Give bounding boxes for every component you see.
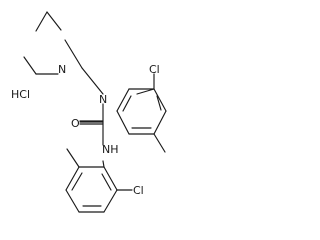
carbonyl-oxygen-label: O — [71, 117, 80, 130]
urea-bonds — [79, 103, 104, 146]
amide-nh-label: NH — [102, 143, 119, 156]
hydrochloride-label: HCl — [11, 88, 30, 101]
chlorine-bottom-label: Cl — [133, 184, 144, 197]
ethyl-chain-bonds — [23, 11, 104, 95]
structure-diagram: Cl N N O NH Cl HCl — [11, 11, 167, 213]
upper-ring-bonds — [116, 73, 167, 153]
urea-nitrogen-label: N — [99, 93, 107, 106]
amine-nitrogen-label: N — [58, 63, 66, 76]
chlorine-top-label: Cl — [149, 63, 160, 76]
lower-ring-bonds — [65, 148, 133, 213]
